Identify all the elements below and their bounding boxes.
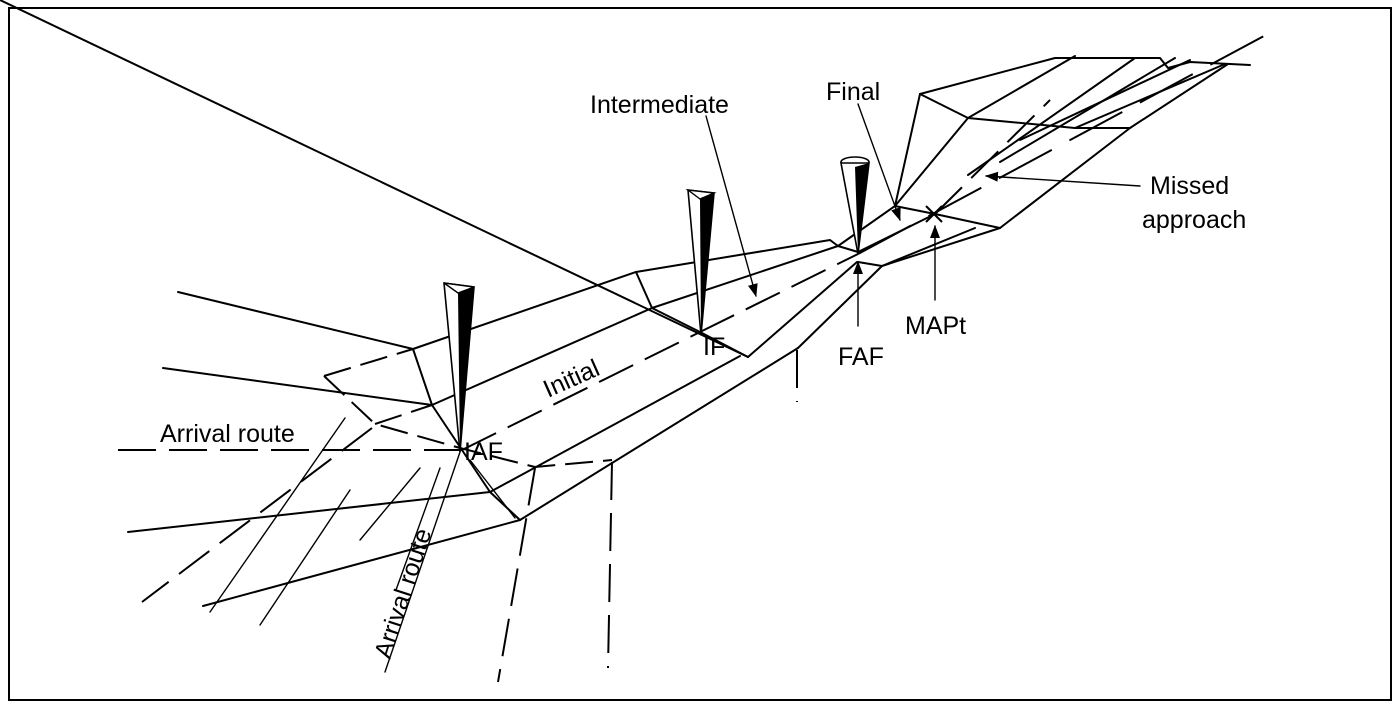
arrival-route-bottom-label: Arrival route — [369, 525, 437, 662]
mapt-label: MAPt — [905, 312, 966, 340]
missed-approach-lines — [857, 29, 1276, 255]
intermediate-label: Intermediate — [590, 91, 729, 119]
final-label: Final — [826, 78, 880, 106]
missed-approach-label-line1: Missed — [1150, 172, 1229, 200]
diagram-frame — [8, 7, 1392, 701]
intermediate-segment-lines — [0, 0, 883, 358]
leader-lines — [705, 103, 1141, 327]
iaf-marker — [443, 282, 475, 453]
faf-label: FAF — [838, 343, 884, 371]
initial-segment-lines — [412, 271, 799, 521]
arrival-route-left-label: Arrival route — [160, 420, 295, 448]
if-label: IF — [703, 333, 725, 361]
mapt-marker — [925, 205, 943, 223]
faf-marker — [840, 156, 870, 255]
if-marker — [685, 189, 717, 336]
missed-approach-label-line2: approach — [1142, 206, 1246, 234]
arrival-area-lines — [118, 291, 613, 683]
iaf-label: IAF — [464, 438, 503, 466]
